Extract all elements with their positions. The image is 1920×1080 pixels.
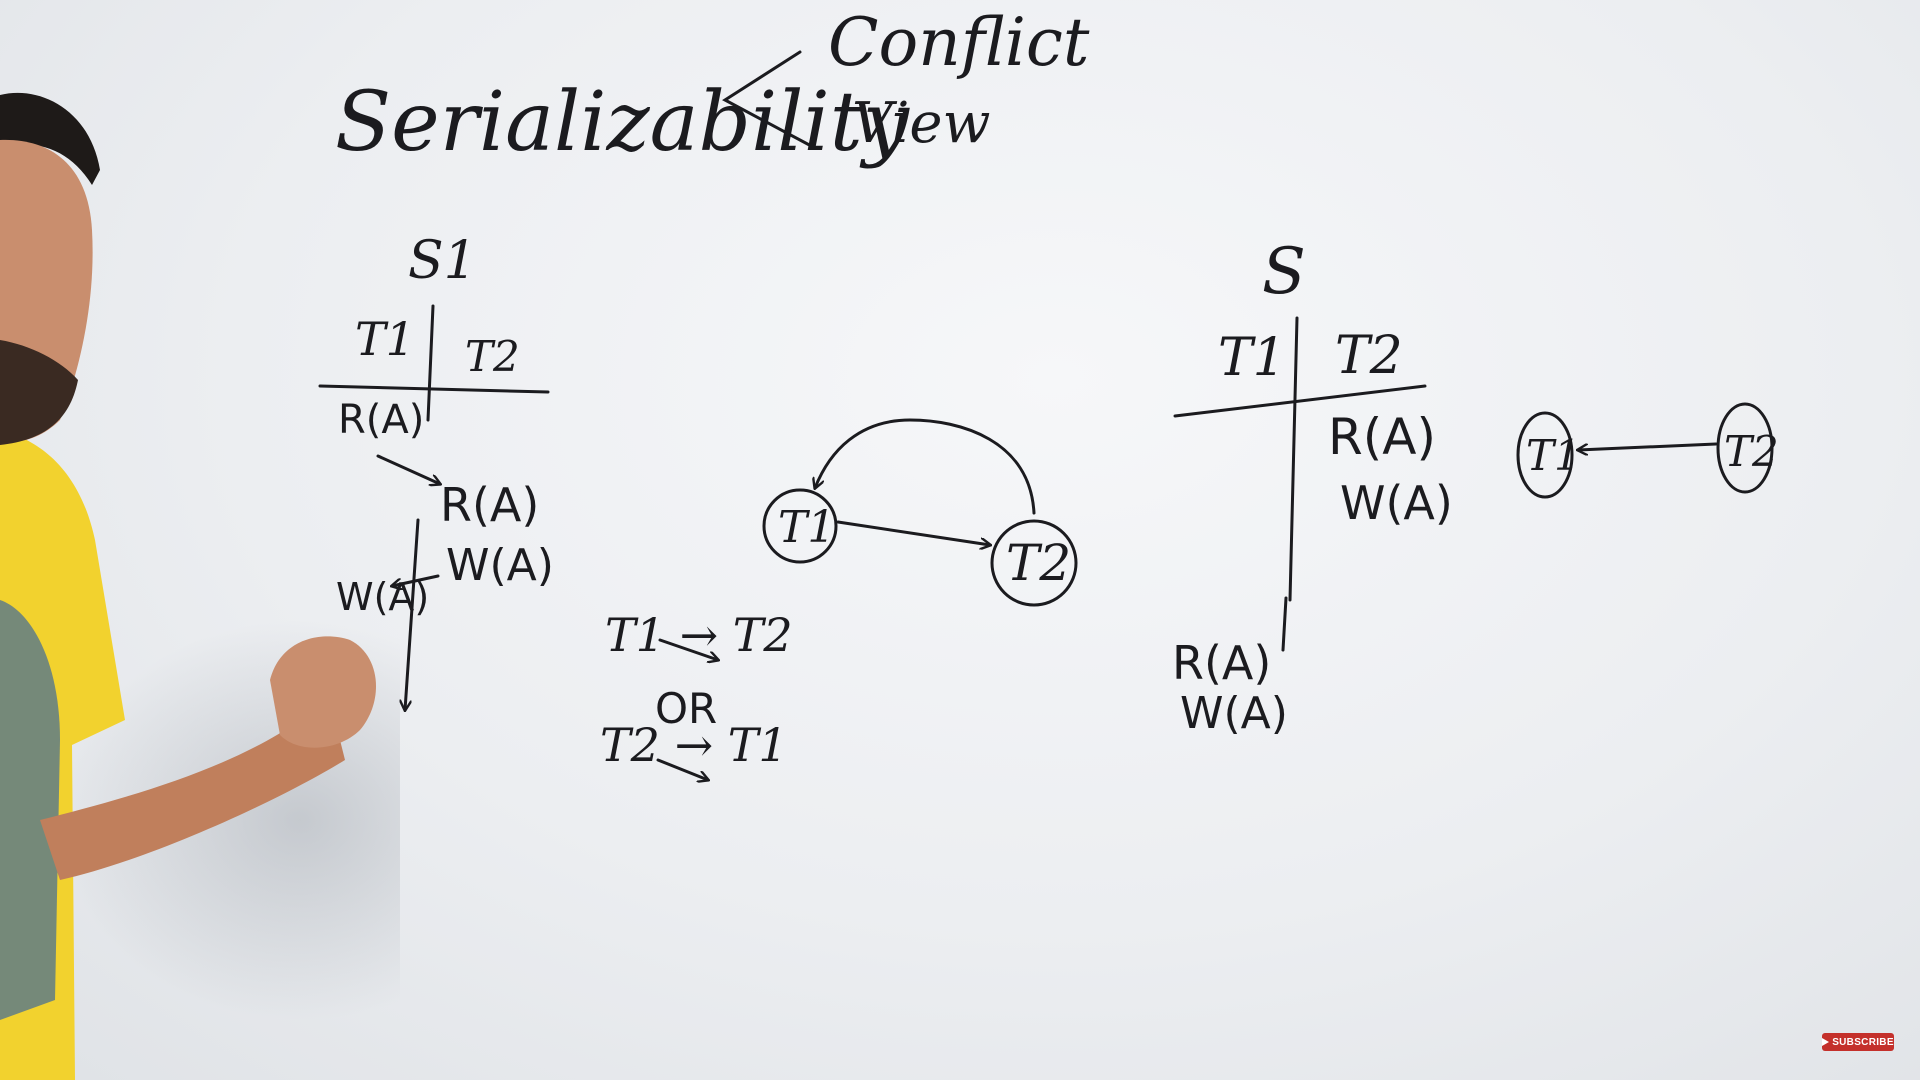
presenter-shirt-print [0, 600, 60, 1020]
order-2-arrow [656, 758, 708, 780]
schedule-s-t2-read: R(A) [1328, 408, 1436, 466]
graph-s1-node-2-label: T2 [1006, 534, 1071, 592]
graph-s1-node-1-circle [762, 488, 838, 564]
serial-order-second: T2 → T1 [600, 718, 788, 772]
presenter-hand [270, 636, 377, 748]
board-title: Serializability [335, 75, 909, 170]
graph-s-node-2-circle [1716, 402, 1774, 494]
s-tick [1281, 596, 1288, 652]
branch-conflict: Conflict [828, 4, 1090, 81]
s1-arrow-read [376, 454, 440, 484]
schedule-s1-t2-read: R(A) [440, 478, 540, 532]
graph-s1-node-1-label: T1 [778, 502, 835, 553]
graph-s-node-1-circle [1516, 411, 1574, 499]
serial-order-or: OR [655, 684, 718, 733]
schedule-s1-t1-read: R(A) [338, 397, 425, 443]
s1-timeline [405, 518, 420, 710]
branch-stroke [722, 50, 817, 150]
schedule-s-col-t1: T1 [1218, 328, 1286, 388]
graph-s-node-1-label: T1 [1526, 431, 1581, 480]
presenter-beard [0, 340, 78, 445]
subscribe-label: SUBSCRIBE [1832, 1036, 1894, 1048]
order-1-arrow [658, 638, 718, 660]
schedule-s-t2-write: W(A) [1340, 476, 1453, 530]
graph-s-edge-t2-t1 [1578, 442, 1718, 450]
graph-s1-edge-t2-t1 [815, 418, 1036, 515]
schedule-s1-name: S1 [408, 231, 477, 291]
schedule-s-col-t2: T2 [1335, 326, 1403, 386]
s1-header-rule [318, 384, 550, 394]
s1-arrow-write [392, 574, 440, 586]
graph-s1-edge-t1-t2 [836, 520, 990, 545]
schedule-s1-t1-write: W(A) [336, 575, 430, 619]
schedule-s1-col-t2: T2 [465, 332, 520, 381]
schedule-s-name: S [1262, 235, 1306, 309]
branch-view: View [852, 91, 991, 156]
play-icon [1822, 1038, 1830, 1046]
s-divider [1288, 316, 1299, 602]
schedule-s-t1-write: W(A) [1180, 688, 1288, 739]
schedule-s-t1-read: R(A) [1172, 636, 1272, 690]
subscribe-watermark[interactable]: SUBSCRIBE [1822, 1033, 1894, 1051]
graph-s1-node-2-circle [990, 519, 1078, 607]
schedule-s1-t2-write: W(A) [446, 540, 554, 591]
presenter-hair [0, 92, 100, 185]
s1-divider [426, 304, 435, 422]
serial-order-first: T1 → T2 [605, 608, 793, 662]
presenter [0, 92, 400, 1080]
schedule-s1-col-t1: T1 [355, 312, 415, 366]
s-header-rule [1173, 384, 1427, 418]
graph-s-node-2-label: T2 [1724, 427, 1779, 476]
presenter-arm [40, 700, 345, 880]
